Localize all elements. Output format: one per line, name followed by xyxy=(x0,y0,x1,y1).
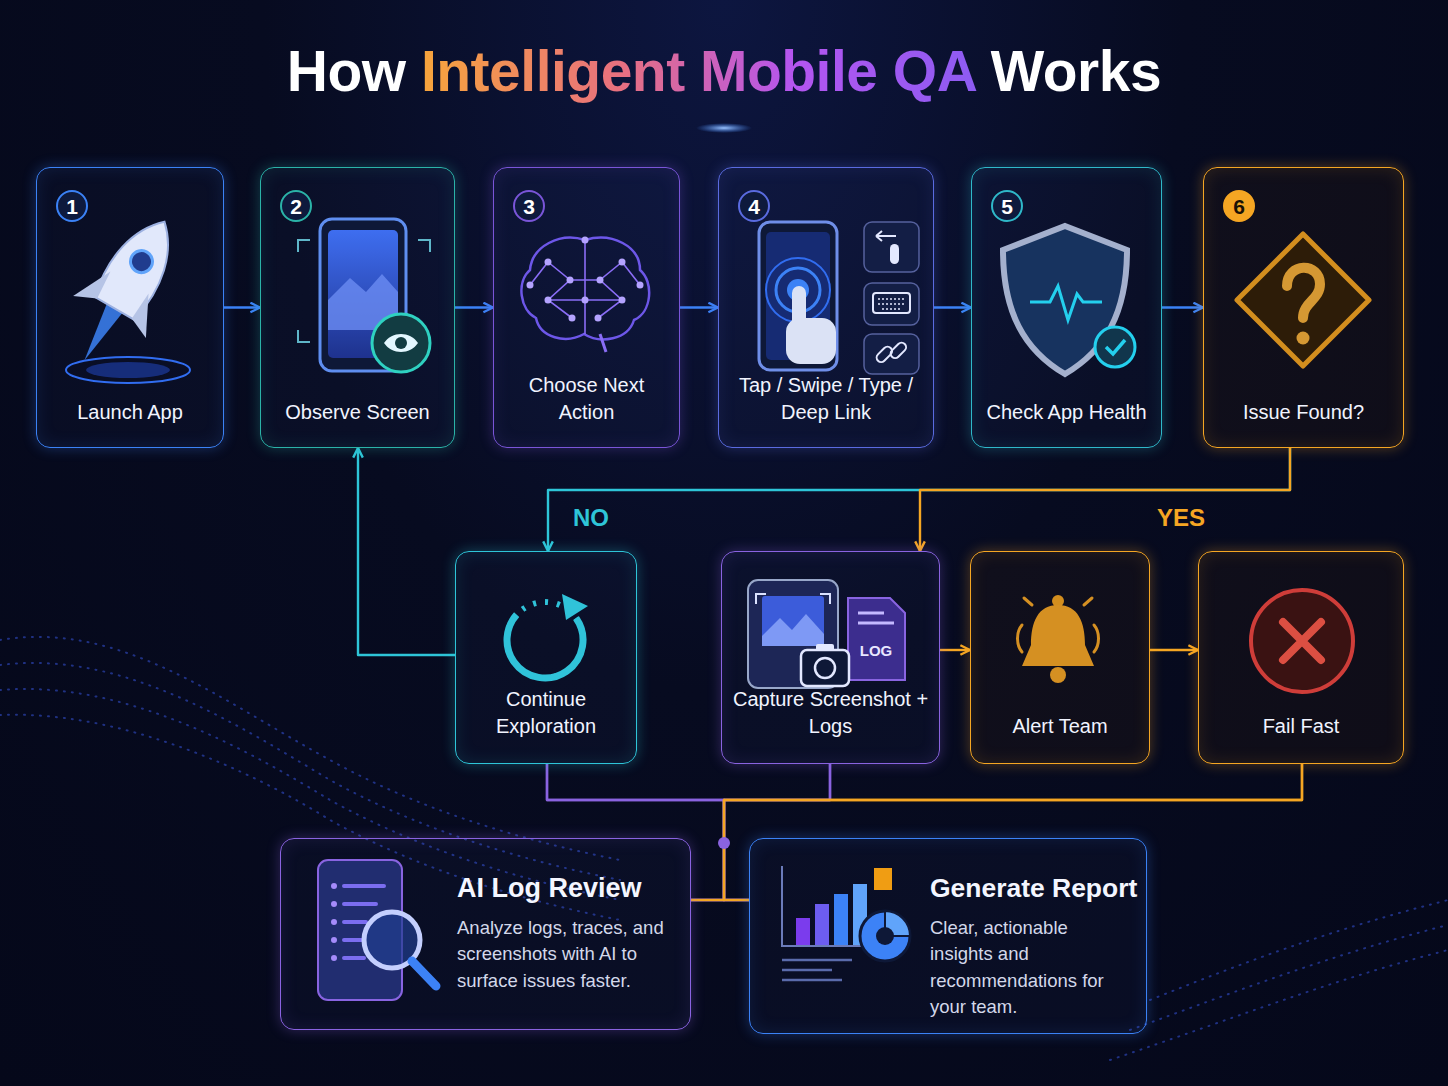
process-box: 3Choose Next Action xyxy=(493,167,680,448)
process-box: 5Check App Health xyxy=(971,167,1162,448)
process-box: 2Observe Screen xyxy=(260,167,455,448)
connector xyxy=(680,306,718,308)
step-label: Alert Team xyxy=(979,713,1141,739)
process-box: Continue Exploration xyxy=(455,551,637,764)
title: How Intelligent Mobile QA Works xyxy=(287,38,1161,104)
step-label: Check App Health xyxy=(980,399,1153,425)
process-box: Fail Fast xyxy=(1198,551,1404,764)
info-card: Generate ReportClear, actionable insight… xyxy=(749,838,1147,1034)
connector xyxy=(455,306,493,308)
connector xyxy=(1162,306,1203,308)
step-label: Capture Screenshot + Logs xyxy=(730,686,931,739)
callout-number: 4 xyxy=(738,190,770,222)
info-card: AI Log ReviewAnalyze logs, traces, and s… xyxy=(280,838,691,1030)
callout-number: 5 xyxy=(991,190,1023,222)
step-label: Launch App xyxy=(45,399,215,425)
connector xyxy=(358,448,455,655)
callout-number: 2 xyxy=(280,190,312,222)
card-body: Clear, actionable insights and recommend… xyxy=(930,915,1135,1020)
card-body: Analyze logs, traces, and screenshots wi… xyxy=(457,915,679,994)
connector xyxy=(224,306,260,308)
callout-number: 6 xyxy=(1223,190,1255,222)
step-label: Fail Fast xyxy=(1207,713,1395,739)
edge-label: YES xyxy=(1154,504,1208,532)
callout-number: 1 xyxy=(56,190,88,222)
card-heading: Generate Report xyxy=(930,873,1137,904)
connector xyxy=(940,649,970,651)
step-label: Tap / Swipe / Type / Deep Link xyxy=(727,372,925,425)
step-label: Choose Next Action xyxy=(502,372,671,425)
connector xyxy=(934,306,971,308)
connector xyxy=(920,448,1290,551)
card-heading: AI Log Review xyxy=(457,873,642,904)
title-wrap: How Intelligent Mobile QA Works xyxy=(0,38,1448,104)
icon-label: LOG xyxy=(850,642,902,659)
callout-number: 3 xyxy=(513,190,545,222)
connector xyxy=(548,448,1290,551)
process-box: 4Tap / Swipe / Type / Deep Link xyxy=(718,167,934,448)
step-label: Continue Exploration xyxy=(464,686,628,739)
decision-box: 6Issue Found? xyxy=(1203,167,1404,448)
title-glow xyxy=(520,123,928,133)
process-box: Capture Screenshot + Logs xyxy=(721,551,940,764)
merge-dot xyxy=(718,837,730,849)
process-box: 1Launch App xyxy=(36,167,224,448)
edge-label: NO xyxy=(570,504,612,532)
step-label: Observe Screen xyxy=(269,399,446,425)
process-box: Alert Team xyxy=(970,551,1150,764)
step-label: Issue Found? xyxy=(1212,399,1395,425)
connector xyxy=(1150,649,1198,651)
